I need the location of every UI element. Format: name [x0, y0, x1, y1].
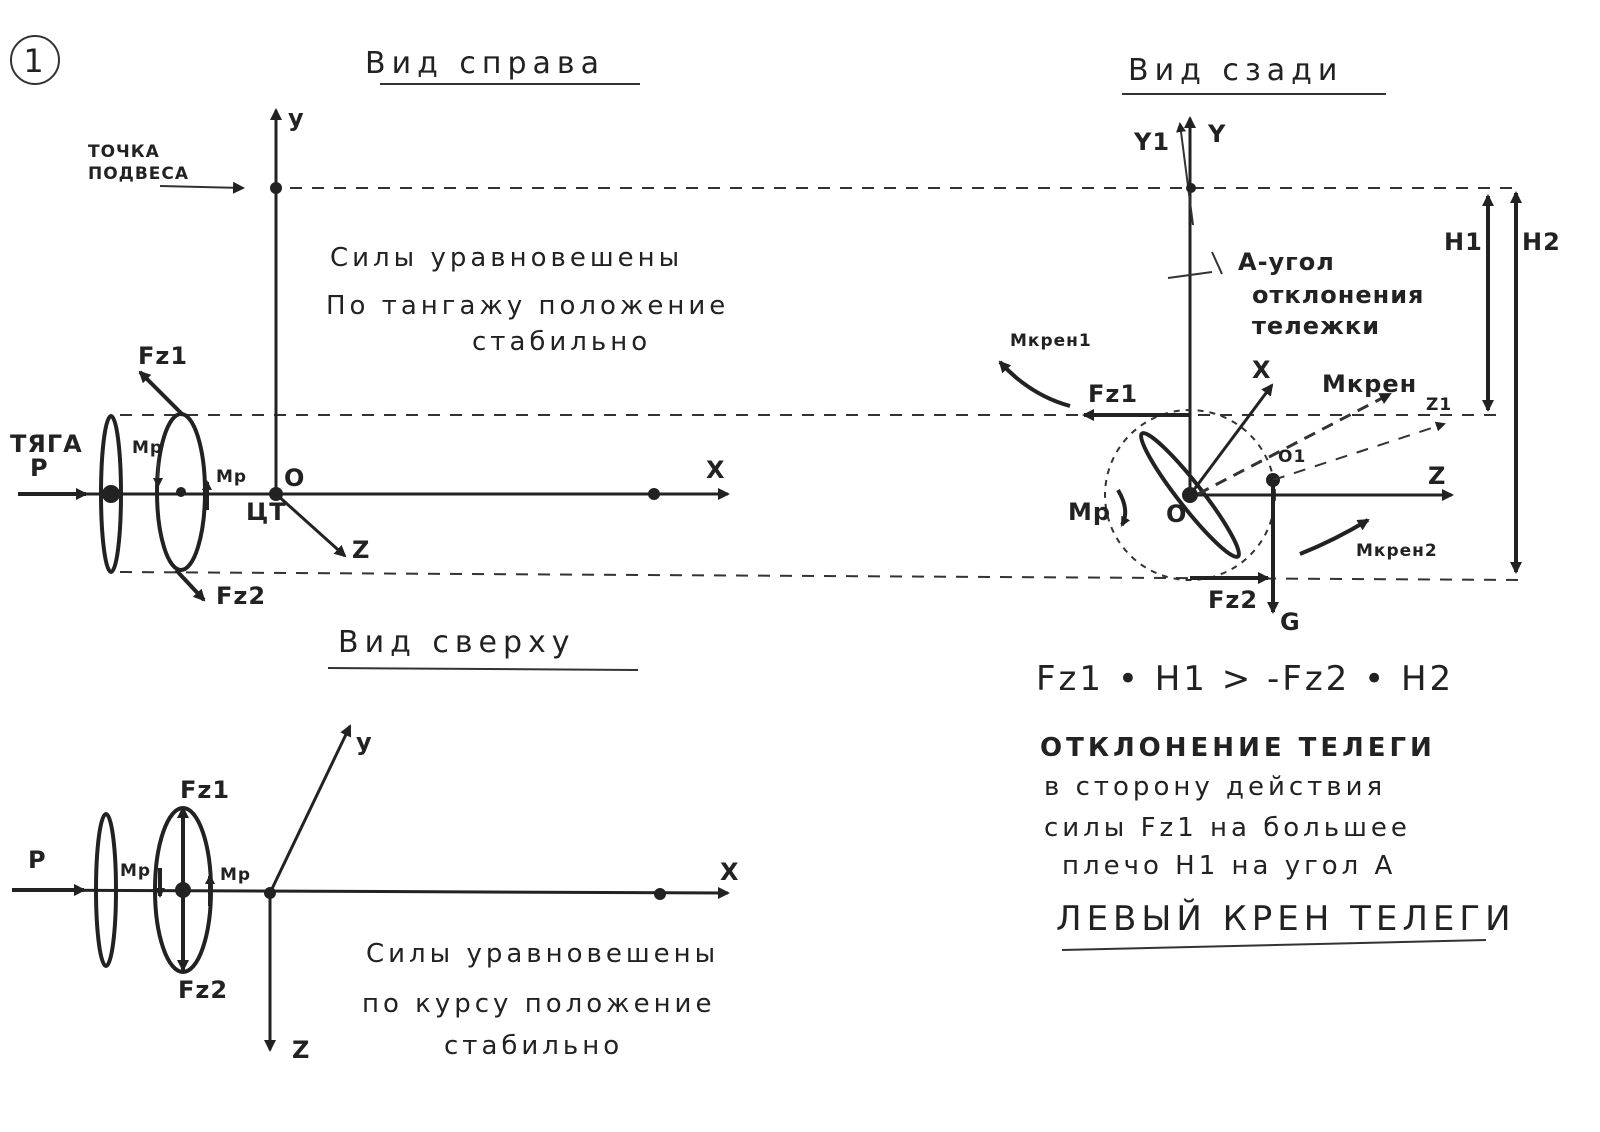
- conclusion-underline: [1061, 939, 1487, 951]
- top-view-title-underline: [327, 667, 639, 671]
- right-view-note-2: По тангажу положение: [326, 291, 729, 321]
- rear-view-title: Вид сзади: [1128, 53, 1343, 88]
- top-mp-left-label: Mp: [120, 861, 151, 881]
- top-view-z-label: Z: [292, 1036, 310, 1064]
- rear-view-x-axis: [1188, 383, 1274, 496]
- mkren-label: Mкрен: [1322, 370, 1417, 398]
- top-view-x-label: X: [720, 858, 740, 886]
- top-view-note-2: по курсу положение: [362, 989, 715, 1019]
- conclusion-text: ЛЕВЫЙ КРЕН ТЕЛЕГИ: [1056, 898, 1516, 939]
- fz2-label: Fz2: [216, 582, 266, 610]
- top-propeller-blade: [94, 812, 118, 968]
- top-view: Вид сверху X y Z P Fz1 Fz2 Mp Mp Силы ур…: [11, 625, 740, 1064]
- mp-right-label: Mp: [216, 467, 247, 487]
- right-view: Вид справа y X Z ТОЧКА ПОДВЕСА O ЦТ ТЯГА…: [10, 46, 1521, 610]
- ring-center: [176, 487, 186, 497]
- top-mp-right-label: Mp: [220, 865, 251, 885]
- thrust-label: ТЯГА: [10, 430, 83, 458]
- mkren1-arrow: [998, 360, 1071, 408]
- rear-view-x-label: X: [1252, 356, 1272, 384]
- propeller-blade: [99, 414, 123, 574]
- top-nose-point: [654, 888, 666, 900]
- right-view-z-label: Z: [352, 536, 370, 564]
- mkren-arrow: [1197, 392, 1392, 496]
- right-view-note-3: стабильно: [472, 327, 651, 357]
- top-view-x-axis: [11, 886, 730, 899]
- o1-label: O1: [1278, 447, 1306, 467]
- rear-view-z1-axis: [1272, 421, 1446, 481]
- top-view-y-label: y: [356, 728, 373, 756]
- rear-view-z1-label: Z1: [1426, 395, 1452, 415]
- rear-suspension-point: [1186, 183, 1196, 193]
- cg-label: ЦТ: [246, 498, 287, 526]
- top-fz1-label: Fz1: [180, 776, 230, 804]
- mkren2-label: Mкрен2: [1356, 541, 1438, 561]
- right-view-y-label: y: [288, 104, 305, 132]
- angle-label-2: отклонения: [1252, 281, 1424, 309]
- rear-view: Вид сзади Y Y1 A-угол отклонения тележки…: [998, 53, 1561, 951]
- top-fz2-label: Fz2: [178, 976, 228, 1004]
- top-origin-point: [264, 887, 276, 899]
- fz2-arrow: [174, 568, 206, 602]
- right-view-origin-label: O: [284, 464, 305, 492]
- rear-view-y-label: Y: [1207, 120, 1226, 148]
- angle-mark: [1167, 271, 1213, 279]
- fz1-label: Fz1: [138, 342, 188, 370]
- rear-fz2-label: Fz2: [1208, 586, 1258, 614]
- propeller-hub: [102, 485, 120, 503]
- thrust-p-label: P: [30, 454, 49, 482]
- suspension-point: [270, 182, 282, 194]
- right-view-z-axis: [274, 492, 347, 558]
- top-p-label: P: [28, 846, 47, 874]
- suspension-point-label: ТОЧКА ПОДВЕСА: [88, 142, 189, 184]
- rear-view-z-label: Z: [1428, 462, 1446, 490]
- rear-text-3: силы Fz1 на большее: [1044, 813, 1411, 843]
- rear-fz1-label: Fz1: [1088, 380, 1138, 408]
- top-view-note-1: Силы уравновешены: [366, 939, 719, 969]
- rear-text-4: плечо H1 на угол A: [1062, 851, 1396, 881]
- h1-label: H1: [1444, 228, 1483, 256]
- rear-propeller-blade: [1139, 431, 1241, 559]
- angle-label-1: A-угол: [1238, 248, 1335, 276]
- rear-text-2: в сторону действия: [1044, 772, 1386, 802]
- mkren2-arrow: [1299, 518, 1370, 556]
- suspension-pointer-arrow: [159, 181, 245, 194]
- lower-force-level-line: [119, 571, 1521, 581]
- mp-left-label: Mp: [132, 438, 163, 458]
- angle-tick: [1211, 251, 1223, 275]
- right-view-note-1: Силы уравновешены: [330, 243, 683, 273]
- cg-point: [269, 487, 283, 501]
- top-view-note-3: стабильно: [444, 1031, 623, 1061]
- right-view-title: Вид справа: [365, 46, 605, 81]
- rear-mp-arrow: [1116, 488, 1131, 527]
- mkren1-label: Mкрен1: [1010, 331, 1092, 351]
- rear-origin-label: O: [1166, 500, 1187, 528]
- top-view-title: Вид сверху: [338, 625, 576, 660]
- nose-point: [648, 488, 660, 500]
- svg-text:1: 1: [23, 42, 46, 80]
- sheet-number: 1: [10, 35, 60, 85]
- rear-view-y1-label: Y1: [1133, 128, 1170, 156]
- rear-mp-label: Mp: [1068, 498, 1111, 526]
- fz1-arrow: [138, 370, 185, 417]
- top-view-y-axis: [268, 724, 352, 894]
- angle-label-3: тележки: [1252, 312, 1380, 340]
- rear-text-1: ОТКЛОНЕНИЕ ТЕЛЕГИ: [1040, 733, 1436, 763]
- moment-formula: Fz1 • H1 > -Fz2 • H2: [1036, 659, 1454, 699]
- rear-view-y1-axis: [1176, 122, 1194, 226]
- h2-label: H2: [1522, 228, 1561, 256]
- right-view-x-label: X: [706, 456, 726, 484]
- gravity-label: G: [1280, 608, 1301, 636]
